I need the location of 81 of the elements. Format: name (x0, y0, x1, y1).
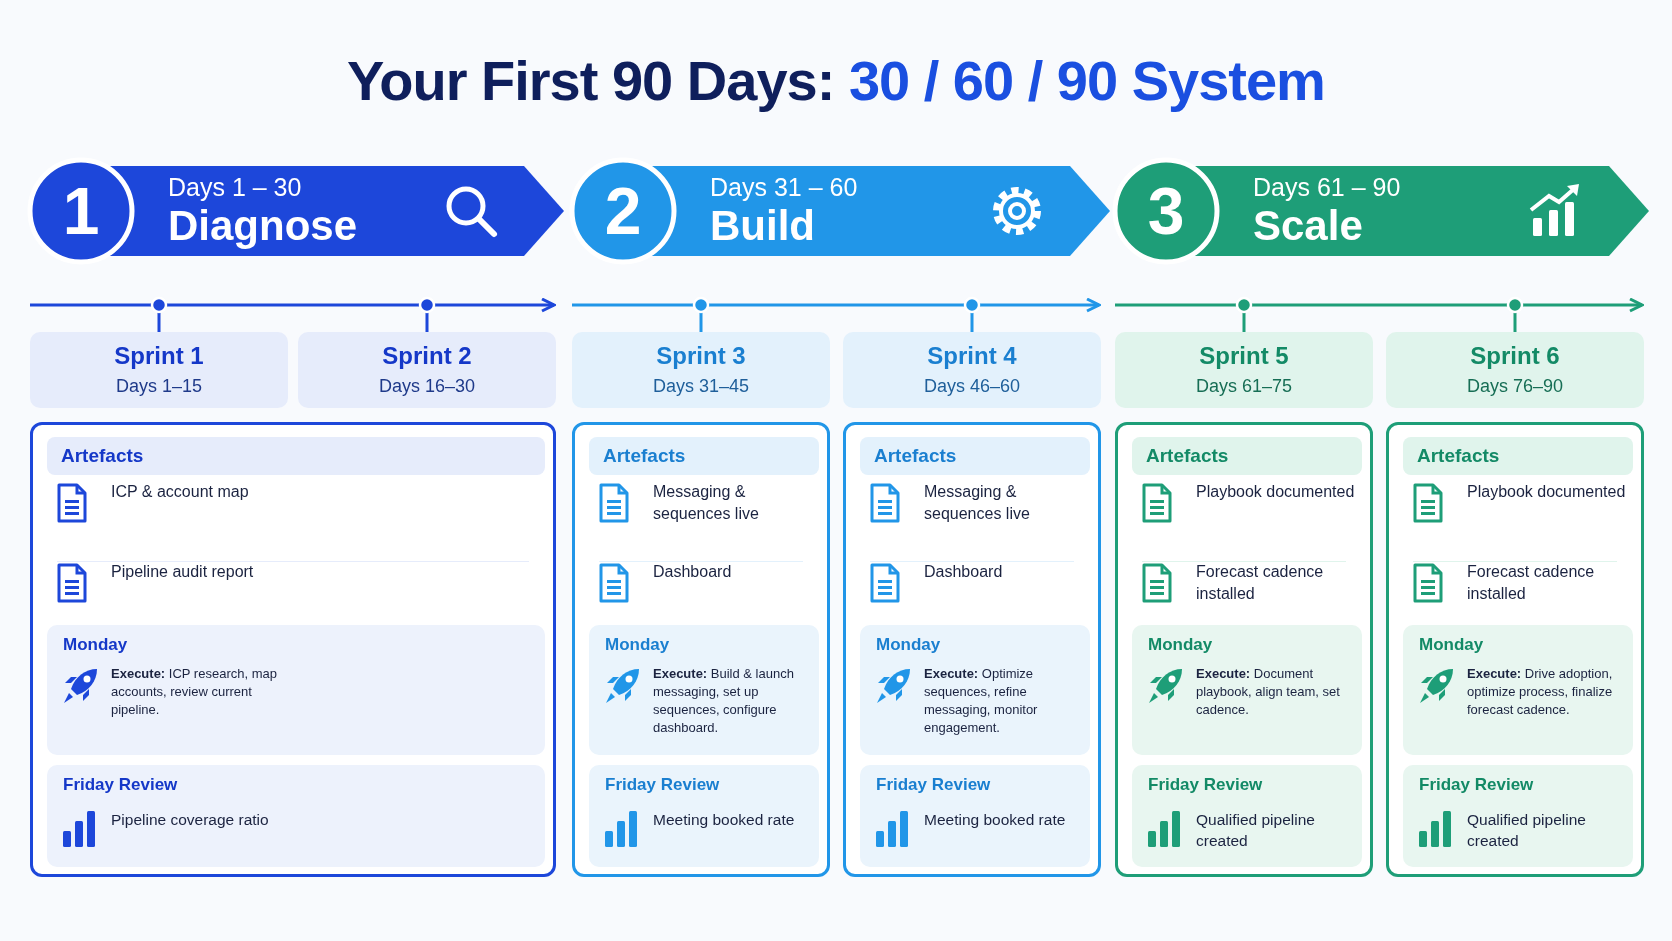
sprint-name: Sprint 5 (1198, 342, 1290, 370)
panel-heading: Monday (605, 635, 670, 655)
sprint-card (1386, 422, 1644, 877)
day-range: Days 61–75 (1194, 376, 1294, 397)
sprint-card (1115, 422, 1373, 877)
day-range: Days 76–90 (1465, 376, 1565, 397)
section-header: Artefacts (589, 437, 819, 475)
phase-banner (570, 158, 1110, 264)
review-panel (1403, 765, 1633, 867)
day-range: Days 1 – 30 (168, 172, 302, 202)
review-metric: Pipeline coverage ratio (111, 810, 270, 830)
sprint-name: Sprint 6 (1469, 342, 1561, 370)
task-panel (1132, 625, 1362, 755)
panel-heading: Monday (1419, 635, 1484, 655)
task-description: Execute: Build & launch messaging, set up sequences, configure dashboard. (653, 665, 795, 737)
day-range: Days 1–15 (114, 376, 204, 397)
phase-name: Diagnose (168, 202, 358, 250)
day-range: Days 31–45 (651, 376, 751, 397)
review-panel (589, 765, 819, 867)
panel-heading: Friday Review (876, 775, 991, 795)
artefact-item: Dashboard (653, 562, 733, 582)
sprint-name: Sprint 1 (113, 342, 205, 370)
sprint-box (1386, 332, 1644, 408)
task-description: Execute: Optimize sequences, refine messaging, monitor engagement. (924, 665, 1039, 737)
artefact-item: Pipeline audit report (111, 562, 255, 582)
review-metric: Meeting booked rate (924, 810, 1067, 830)
sprint-card (30, 422, 556, 877)
task-panel (1403, 625, 1633, 755)
artefact-item: Dashboard (924, 562, 1004, 582)
sprint-name: Sprint 2 (381, 342, 473, 370)
day-range: Days 61 – 90 (1253, 172, 1401, 202)
sprint-box (843, 332, 1101, 408)
sprint-card (843, 422, 1101, 877)
sprint-box (30, 332, 288, 408)
step-number: 2 (603, 173, 643, 249)
panel-heading: Friday Review (1419, 775, 1534, 795)
review-panel (47, 765, 545, 867)
sprint-name: Sprint 3 (655, 342, 747, 370)
task-panel (589, 625, 819, 755)
review-metric: Qualified pipeline created (1196, 810, 1316, 851)
day-range: Days 46–60 (922, 376, 1022, 397)
artefact-item: ICP & account map (111, 482, 250, 502)
day-range: Days 16–30 (377, 376, 477, 397)
day-range: Days 31 – 60 (710, 172, 858, 202)
review-metric: Qualified pipeline created (1467, 810, 1587, 851)
phase-banner (28, 158, 564, 264)
task-description: Execute: ICP research, map accounts, review current pipeline. (111, 665, 278, 719)
title: Your First 90 Days: 30 / 60 / 90 System (347, 49, 1325, 112)
sprint-name: Sprint 4 (926, 342, 1018, 370)
panel-heading: Friday Review (1148, 775, 1263, 795)
artefact-item: Forecast cadence installed (1196, 562, 1325, 604)
panel-heading: Monday (63, 635, 128, 655)
phase-name: Build (710, 202, 815, 250)
section-header: Artefacts (1403, 437, 1633, 475)
review-panel (860, 765, 1090, 867)
sprint-box (1115, 332, 1373, 408)
task-panel (47, 625, 545, 755)
sprint-box (298, 332, 556, 408)
phase-banner (1113, 158, 1649, 264)
artefact-item: Messaging & sequences live (924, 482, 1031, 524)
panel-heading: Monday (1148, 635, 1213, 655)
artefact-item: Playbook documented (1467, 482, 1627, 502)
artefact-item: Messaging & sequences live (653, 482, 760, 524)
task-description: Execute: Drive adoption, optimize process, finalize forecast cadence. (1467, 665, 1614, 719)
section-header: Artefacts (1132, 437, 1362, 475)
artefact-item: Forecast cadence installed (1467, 562, 1596, 604)
section-header: Artefacts (860, 437, 1090, 475)
section-header: Artefacts (47, 437, 545, 475)
panel-heading: Friday Review (63, 775, 178, 795)
task-description: Execute: Document playbook, align team, set cadence. (1196, 665, 1341, 719)
step-number: 3 (1146, 173, 1186, 249)
panel-heading: Monday (876, 635, 941, 655)
sprint-box (572, 332, 830, 408)
review-panel (1132, 765, 1362, 867)
phase-name: Scale (1253, 202, 1363, 250)
review-metric: Meeting booked rate (653, 810, 796, 830)
artefact-item: Playbook documented (1196, 482, 1356, 502)
step-number: 1 (61, 173, 101, 249)
sprint-card (572, 422, 830, 877)
task-panel (860, 625, 1090, 755)
panel-heading: Friday Review (605, 775, 720, 795)
